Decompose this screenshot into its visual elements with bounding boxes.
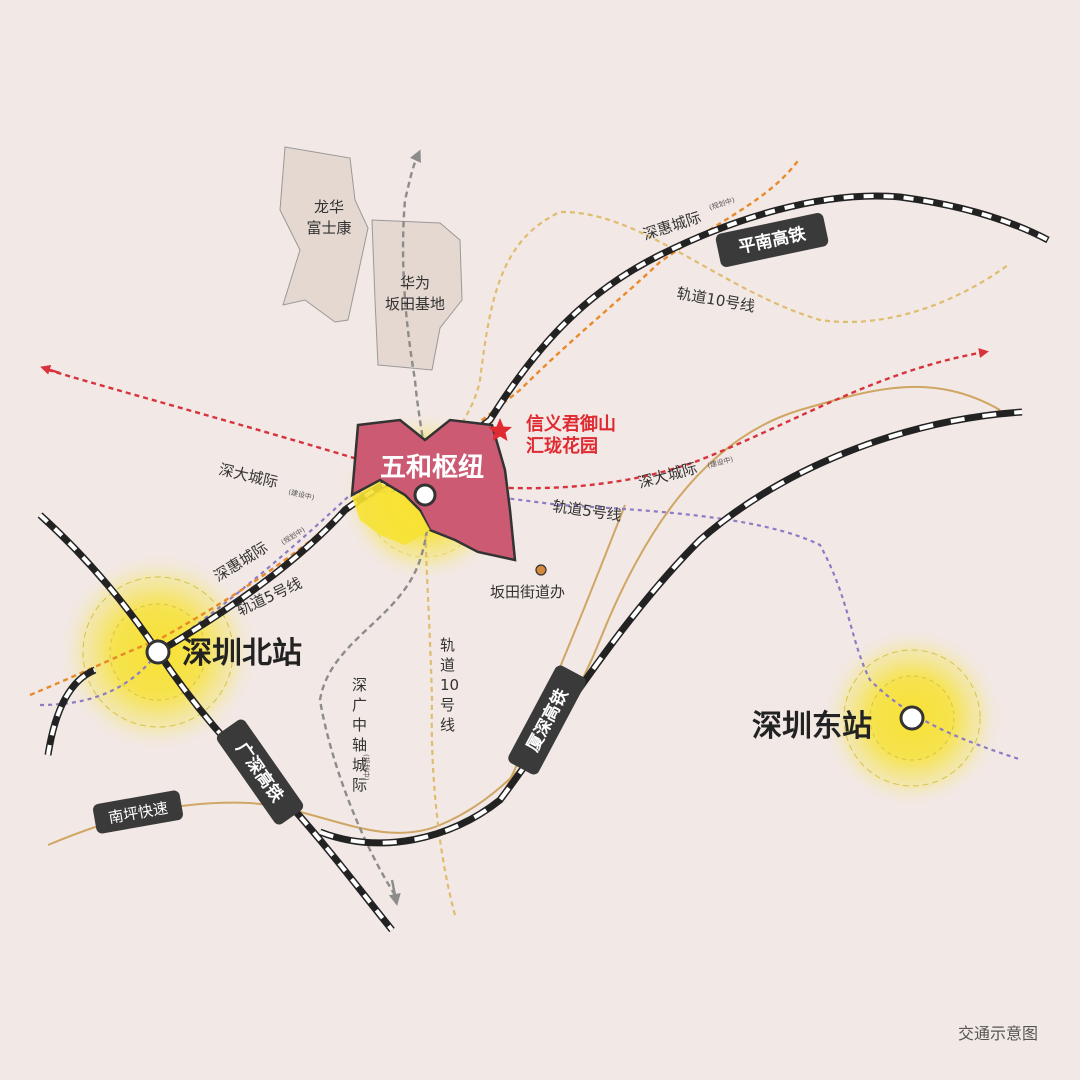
shenda-intercity-arrow-west (40, 365, 61, 375)
label-bantian-base: 坂田基地 (385, 295, 445, 313)
shenguang-axis-arrow-south (388, 879, 401, 906)
note-shenhui-west: (规划中) (279, 525, 306, 547)
shenda-intercity-line (47, 348, 989, 490)
hub-yellow-segment (352, 482, 430, 545)
label-huawei: 华为 (400, 274, 430, 292)
hub-label: 五和枢纽 (380, 452, 484, 483)
label-shenhui-west: 深惠城际 (211, 538, 271, 585)
project-label-line2: 汇珑花园 (526, 435, 598, 457)
project-star-icon[interactable] (488, 418, 512, 441)
label-foxconn: 富士康 (306, 219, 351, 237)
label-shenda-west: 深大城际 (217, 460, 280, 491)
label-longhua: 龙华 (314, 198, 344, 216)
note-shenguang-axis: (规划中) (362, 754, 371, 781)
label-shenguang-axis: 深广中轴城际 (352, 676, 367, 794)
note-shenda-east: (建设中) (706, 454, 734, 470)
north-station-label: 深圳北站 (182, 636, 302, 671)
bantian-office-marker[interactable] (535, 564, 547, 576)
north-station-marker[interactable] (145, 639, 171, 665)
hub-station-marker[interactable] (413, 483, 437, 507)
metro10-line (423, 210, 1009, 916)
note-shenda-west: (建设中) (288, 487, 316, 502)
label-shenda-east: 深大城际 (636, 459, 699, 492)
guangshen-hsr-track (37, 512, 395, 933)
pingnan-hsr-track (156, 192, 1050, 656)
nanping-expressway-badge[interactable]: 南坪快速 (92, 790, 184, 835)
area-huawei-bantian (371, 219, 463, 371)
area-longhua-foxconn (279, 146, 369, 323)
bantian-office-label: 坂田街道办 (490, 583, 565, 601)
map-caption: 交通示意图 (957, 1024, 1038, 1043)
xiashen-hsr-badge[interactable]: 厦深高铁 (506, 663, 588, 776)
xiashen-hsr-track (318, 408, 1023, 847)
guangshen-hsr-badge[interactable]: 广深高铁 (215, 717, 306, 827)
east-station-marker[interactable] (899, 705, 925, 731)
east-station-label: 深圳东站 (752, 709, 872, 744)
pingnan-hsr-badge[interactable]: 平南高铁 (715, 212, 830, 268)
project-label-line1: 信义君御山 (526, 413, 616, 435)
note-shenhui-north: (规划中) (708, 195, 736, 212)
label-metro5-east: 轨道5号线 (551, 497, 622, 525)
